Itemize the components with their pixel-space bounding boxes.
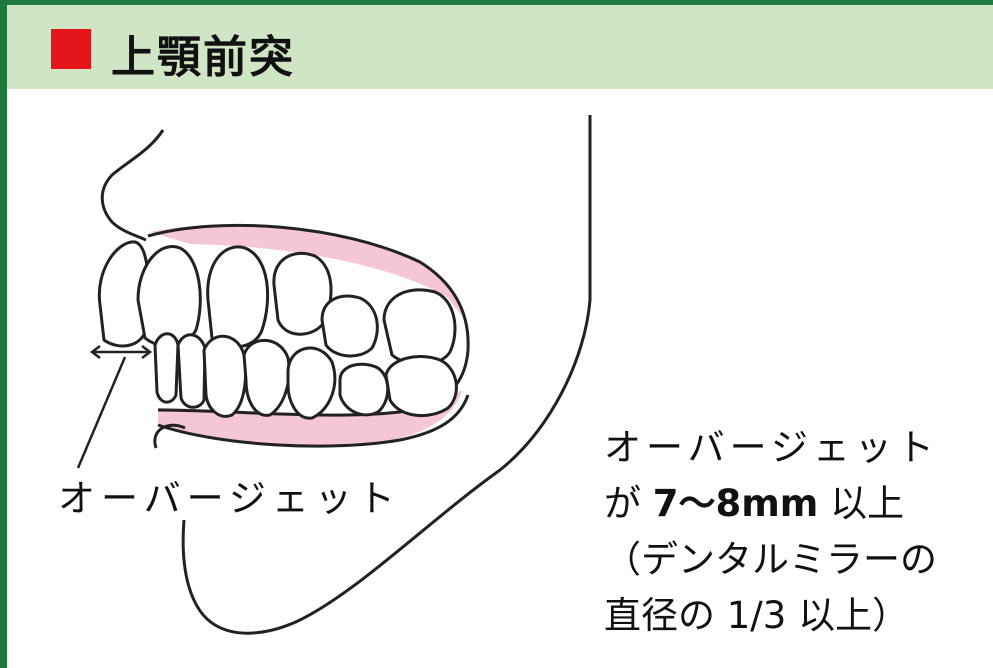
upper-molar	[382, 288, 457, 366]
lower-lip-profile	[153, 423, 186, 449]
note-line-2: が 7〜8mm 以上	[604, 476, 939, 532]
note-line-4: 直径の 1/3 以上）	[604, 594, 910, 637]
note-line-2-value: 7〜8mm	[652, 482, 819, 525]
chin-profile	[181, 115, 592, 635]
overjet-arrow	[89, 345, 153, 359]
note-line-3: （デンタルミラーの	[604, 538, 937, 581]
note-line-1: オーバージェット	[604, 426, 939, 469]
lower-incisor-2	[176, 333, 207, 409]
overjet-label: オーバージェット	[58, 477, 401, 520]
upper-lip-profile	[100, 129, 165, 242]
lower-premolar-2	[286, 346, 337, 420]
note-line-2-suffix: 以上	[818, 482, 905, 525]
upper-jaw-outline	[147, 223, 470, 351]
upper-canine	[206, 245, 270, 349]
upper-premolar-1	[272, 251, 333, 336]
lower-premolar-1	[242, 338, 291, 417]
lower-incisor-1	[153, 332, 180, 404]
upper-teeth	[97, 240, 457, 366]
upper-incisor-2	[136, 245, 202, 348]
lower-teeth	[153, 332, 458, 420]
header-bar: 上顎前突	[7, 5, 993, 89]
red-square-marker	[51, 29, 91, 69]
lower-canine	[202, 334, 247, 418]
overjet-note: オーバージェット が 7〜8mm 以上 （デンタルミラーの 直径の 1/3 以上…	[604, 420, 939, 644]
lower-molar-1	[338, 362, 390, 417]
lower-molar-2	[384, 355, 458, 418]
note-line-2-prefix: が	[604, 482, 653, 525]
page-title: 上顎前突	[111, 32, 295, 83]
upper-premolar-2	[320, 294, 379, 358]
overjet-leader-line	[76, 356, 127, 469]
